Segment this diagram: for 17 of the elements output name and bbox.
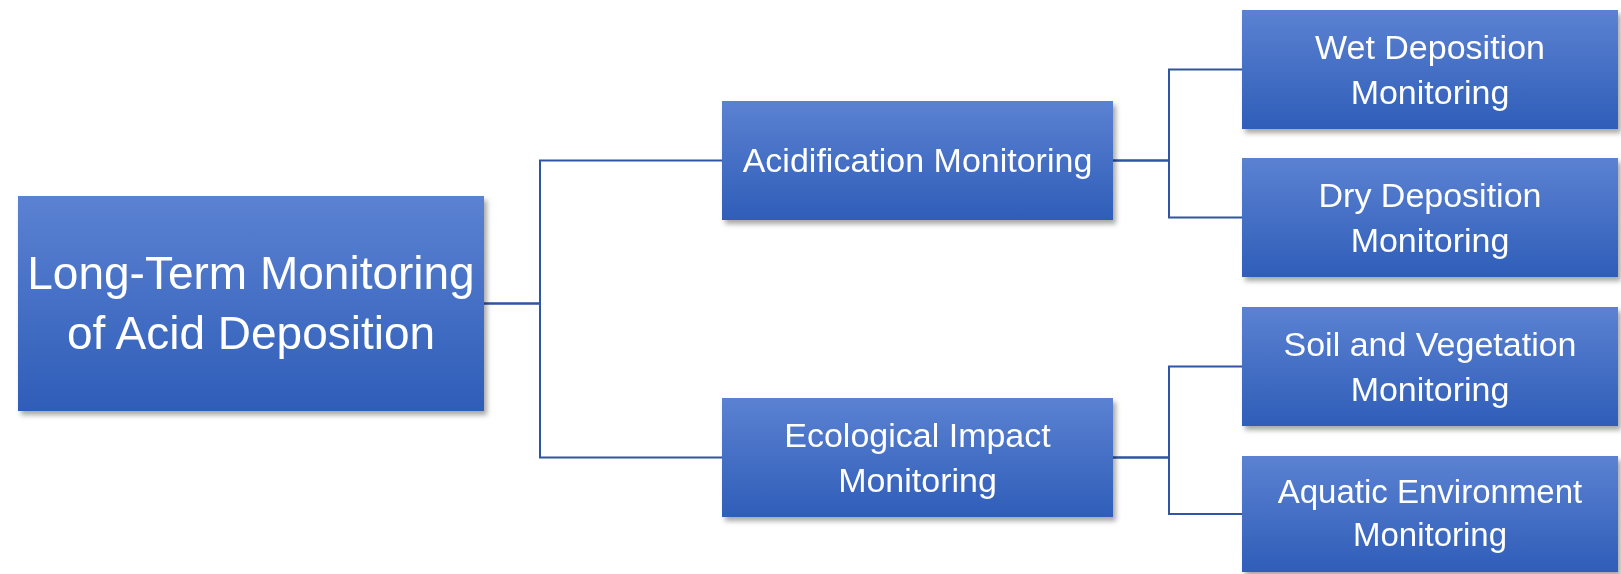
box-label: Long-Term Monitoring of Acid Deposition	[26, 245, 476, 361]
process-box	[1242, 456, 1618, 572]
process-box	[1242, 158, 1618, 277]
process-box	[18, 196, 484, 411]
connector-line	[1112, 159, 1243, 219]
connector-line	[483, 302, 723, 459]
process-box	[1242, 10, 1618, 129]
process-box	[1242, 307, 1618, 426]
box-label: Acidification Monitoring	[742, 140, 1093, 182]
process-box	[722, 101, 1113, 220]
box-label: Soil and Vegetation Monitoring	[1282, 324, 1578, 410]
connector-line	[1112, 456, 1243, 515]
box-label: Wet Deposition Monitoring	[1314, 27, 1546, 113]
box-label: Dry Deposition Monitoring	[1317, 175, 1543, 261]
process-box	[722, 398, 1113, 517]
box-label: Aquatic Environment Monitoring	[1276, 472, 1584, 555]
box-label: Ecological Impact Monitoring	[783, 415, 1052, 501]
